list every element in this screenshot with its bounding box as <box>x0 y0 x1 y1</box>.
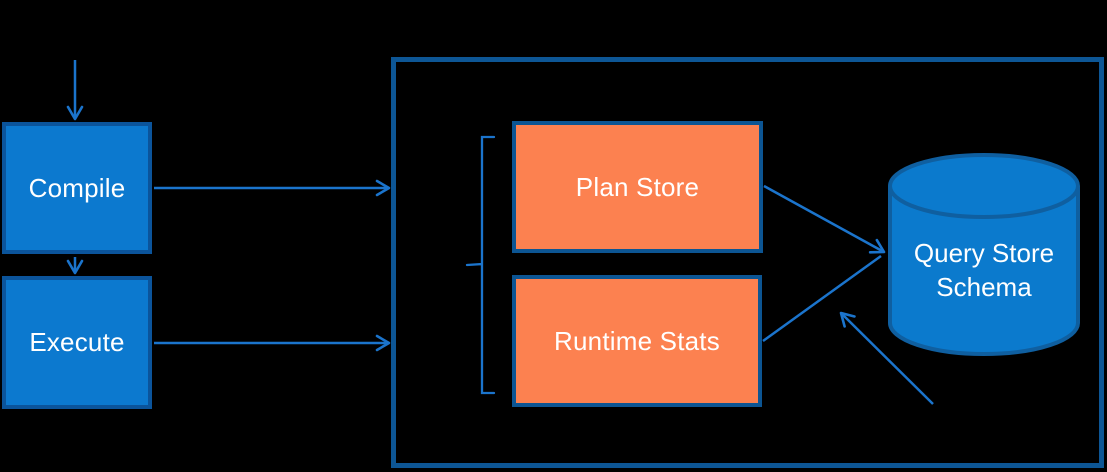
execute-label: Execute <box>29 327 125 357</box>
arrow-plan-store-to-schema <box>763 184 886 254</box>
runtime-stats-label: Runtime Stats <box>554 325 720 356</box>
arrow-external-to-schema <box>839 311 934 405</box>
query-store-schema-label-line1: Query Store <box>913 238 1055 268</box>
query-store-schema-label-line2: Schema <box>936 272 1032 302</box>
line-runtime-stats-to-schema <box>762 254 882 343</box>
plan-store-label: Plan Store <box>575 171 700 202</box>
compile-label: Compile <box>28 172 126 203</box>
left-bracket-brace <box>465 135 496 395</box>
query-store-schema-label: Query Store Schema <box>888 236 1080 304</box>
compile-box: Compile <box>2 122 152 254</box>
query-store-container-box <box>391 57 1104 468</box>
execute-box: Execute <box>2 276 152 409</box>
runtime-stats-box: Runtime Stats <box>512 275 762 407</box>
plan-store-box: Plan Store <box>512 121 763 253</box>
database-cylinder-icon <box>888 153 1080 356</box>
